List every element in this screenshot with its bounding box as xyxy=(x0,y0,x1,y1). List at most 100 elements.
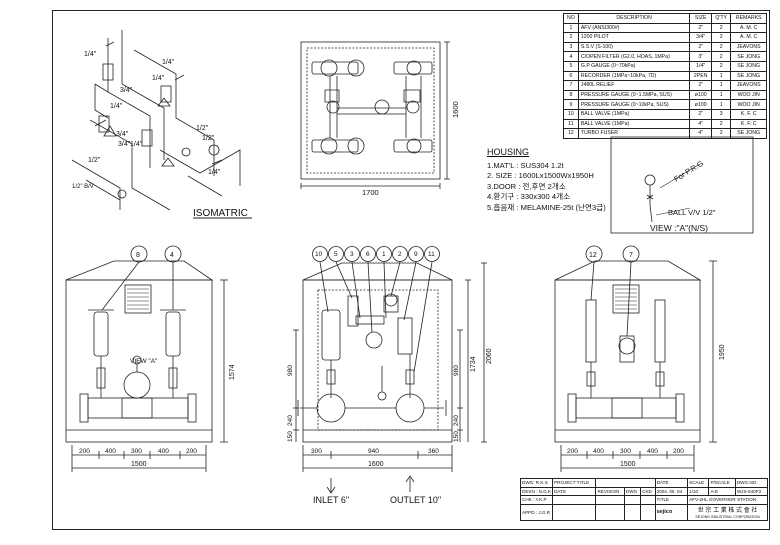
dim-height: 1734 xyxy=(470,356,477,372)
dim-label: 300 xyxy=(311,448,322,455)
part-no: 2 xyxy=(563,32,579,43)
part-no: 9 xyxy=(563,99,579,110)
part-qty: 2 xyxy=(710,60,732,72)
part-remarks: SE JONG xyxy=(730,128,767,139)
dim-height: 240 xyxy=(287,415,294,426)
dwgno-header: DWG.NO. xyxy=(734,478,769,488)
dim-total: 1600 xyxy=(368,461,384,468)
part-no: 4 xyxy=(563,51,579,62)
balloon-label: 4 xyxy=(170,252,174,259)
dim-total: 1500 xyxy=(131,461,147,468)
dim-height: 980 xyxy=(453,365,460,376)
part-remarks: K. F. C xyxy=(730,118,767,130)
iso-dim: 3/4" xyxy=(118,141,131,148)
part-size: 4" xyxy=(689,118,712,130)
scale-value: 1/10 xyxy=(687,486,710,496)
dim-label: 400 xyxy=(158,448,169,455)
part-description: S.S.V (S-100) xyxy=(577,41,691,53)
balloon-label: 1 xyxy=(382,251,386,258)
part-size: 4" xyxy=(689,128,712,139)
part-remarks: JEAVONS xyxy=(730,41,767,53)
part-no: 12 xyxy=(563,128,579,139)
dim-label: 300 xyxy=(131,448,142,455)
housing-notes: HOUSING 1.MAT'L : SUS304 1.2t 2. SIZE : … xyxy=(487,147,606,213)
col-no: NO xyxy=(563,13,579,24)
parts-table-header: NO DESCRIPTION SIZE Q'TY REMARKS xyxy=(563,13,767,24)
part-remarks: SE JONG xyxy=(730,70,767,82)
balloon-label: 5 xyxy=(334,251,338,258)
project-title: PROJECT TITLE xyxy=(552,478,597,488)
iso-dim: 1/2" B/V xyxy=(72,184,94,190)
part-qty: 1 xyxy=(710,70,732,82)
balloon-label: 8 xyxy=(136,252,140,259)
rev-revision-h: REVISION xyxy=(595,486,625,496)
iso-dim: 3/4" xyxy=(116,131,129,138)
dim-height: 980 xyxy=(287,365,294,376)
date-value: 2004. 05. 04 xyxy=(654,486,689,496)
part-no: 11 xyxy=(563,118,579,130)
dim-label: 200 xyxy=(567,448,578,455)
iso-dim: 1/4" xyxy=(84,51,97,58)
part-qty: 2 xyxy=(710,128,732,139)
dim-label: 400 xyxy=(593,448,604,455)
dim-label: 200 xyxy=(79,448,90,455)
dim-height: 240 xyxy=(453,415,460,426)
balloon-label: 9 xyxy=(414,251,418,258)
part-remarks: WOO JIN xyxy=(730,99,767,110)
part-no: 7 xyxy=(563,80,579,91)
drawing-frame xyxy=(52,10,770,530)
part-no: 3 xyxy=(563,41,579,53)
part-remarks: WOO JIN xyxy=(730,89,767,101)
part-remarks: SE JONG xyxy=(730,51,767,62)
part-no: 8 xyxy=(563,89,579,101)
right-elevation xyxy=(554,245,717,472)
part-description: BALL VALVE (1MPa) xyxy=(577,118,691,130)
part-no: 10 xyxy=(563,108,579,120)
dim-height: 150 xyxy=(453,431,460,442)
part-size: 3" xyxy=(689,51,712,62)
plan-view xyxy=(300,41,450,189)
iso-dim: 1/2" xyxy=(196,125,209,132)
part-size: ø100 xyxy=(689,89,712,101)
drawing-title: AFV-2HL GOVERNOR STATION xyxy=(687,495,768,505)
iso-dim: 1/2" xyxy=(88,157,101,164)
col-qty: Q'TY xyxy=(710,13,732,24)
part-size: 3/4" xyxy=(689,32,712,43)
part-no: 1 xyxy=(563,22,579,34)
col-remarks: REMARKS xyxy=(730,13,767,24)
part-description: C/OPEN FILTER (G2.0, HOAS, 1MPa) xyxy=(577,51,691,62)
role-dwg: DWG: R.K.S xyxy=(519,478,554,488)
title-header: TITLE xyxy=(654,495,689,505)
part-description: AFV (ANSI300#) xyxy=(577,22,691,34)
company-name: 世 宗 工 業 株 式 會 社 xyxy=(697,507,758,514)
housing-line: 1.MAT'L : SUS304 1.2t xyxy=(487,160,564,170)
role-appd: APPD : J.G.R xyxy=(519,503,554,521)
part-description: J480L RELIEF xyxy=(577,80,691,91)
part-remarks: K. F. C xyxy=(730,108,767,120)
part-description: PRESSURE GAUGE (0~1.5MPa, SUS) xyxy=(577,89,691,101)
outlet-label: OUTLET 10" xyxy=(390,495,441,505)
part-size: 2" xyxy=(689,108,712,120)
part-remarks: A. M. C xyxy=(730,32,767,43)
balloon-label: 3 xyxy=(350,251,354,258)
part-description: RECORDER (1MPa~10kPa, 7D) xyxy=(577,70,691,82)
dwgno-value: WJS-040F3 xyxy=(734,486,769,496)
rev-dwg-h: DWG xyxy=(623,486,642,496)
iso-dim: 1/4" xyxy=(208,169,221,176)
dim-total: 1500 xyxy=(620,461,636,468)
housing-line: 4.환기구 : 330x300 4개소 xyxy=(487,192,571,201)
part-qty: 3 xyxy=(710,108,732,120)
view-a-title: VIEW :"A"(N/S) xyxy=(650,223,708,233)
part-remarks: JEAVONS xyxy=(730,80,767,91)
role-chk: CHK : Y.K.P xyxy=(519,495,554,505)
plan-height-dim: 1600 xyxy=(451,101,460,118)
